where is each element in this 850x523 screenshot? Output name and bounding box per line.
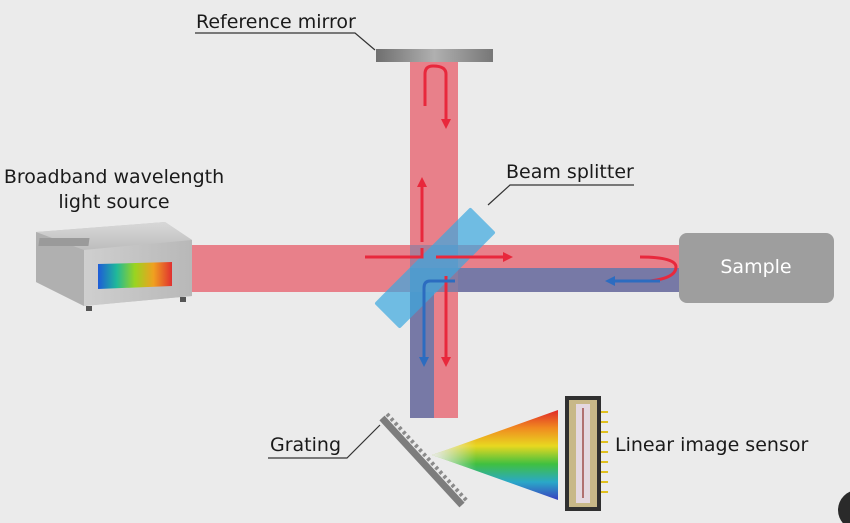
sample-reflection-arrow <box>639 255 678 283</box>
light-source-label-line2: light source <box>58 191 169 213</box>
light-source-vent <box>38 238 90 246</box>
grating-label: Grating <box>270 434 341 456</box>
grating-leader <box>268 424 381 459</box>
light-source-label-line1: Broadband wavelength <box>4 166 224 188</box>
beam-splitter-label: Beam splitter <box>506 161 634 183</box>
beam-splitter-leader <box>487 184 634 206</box>
linear-image-sensor <box>565 396 608 511</box>
light-source <box>36 222 192 311</box>
sample-to-detector-arrow <box>419 279 455 367</box>
reference-mirror-label: Reference mirror <box>196 11 356 33</box>
reference-mirror-leader <box>195 32 376 51</box>
diffraction-grating <box>379 412 469 508</box>
sensor-label: Linear image sensor <box>615 434 808 456</box>
sample-box <box>679 233 834 303</box>
reference-mirror <box>376 49 493 62</box>
corner-control <box>838 491 850 523</box>
beam-splitter <box>375 208 495 328</box>
spectrum-window <box>98 262 172 289</box>
source-to-splitter-arrow <box>365 248 424 259</box>
reference-return-arrow <box>423 64 451 129</box>
sample-label: Sample <box>720 256 791 278</box>
